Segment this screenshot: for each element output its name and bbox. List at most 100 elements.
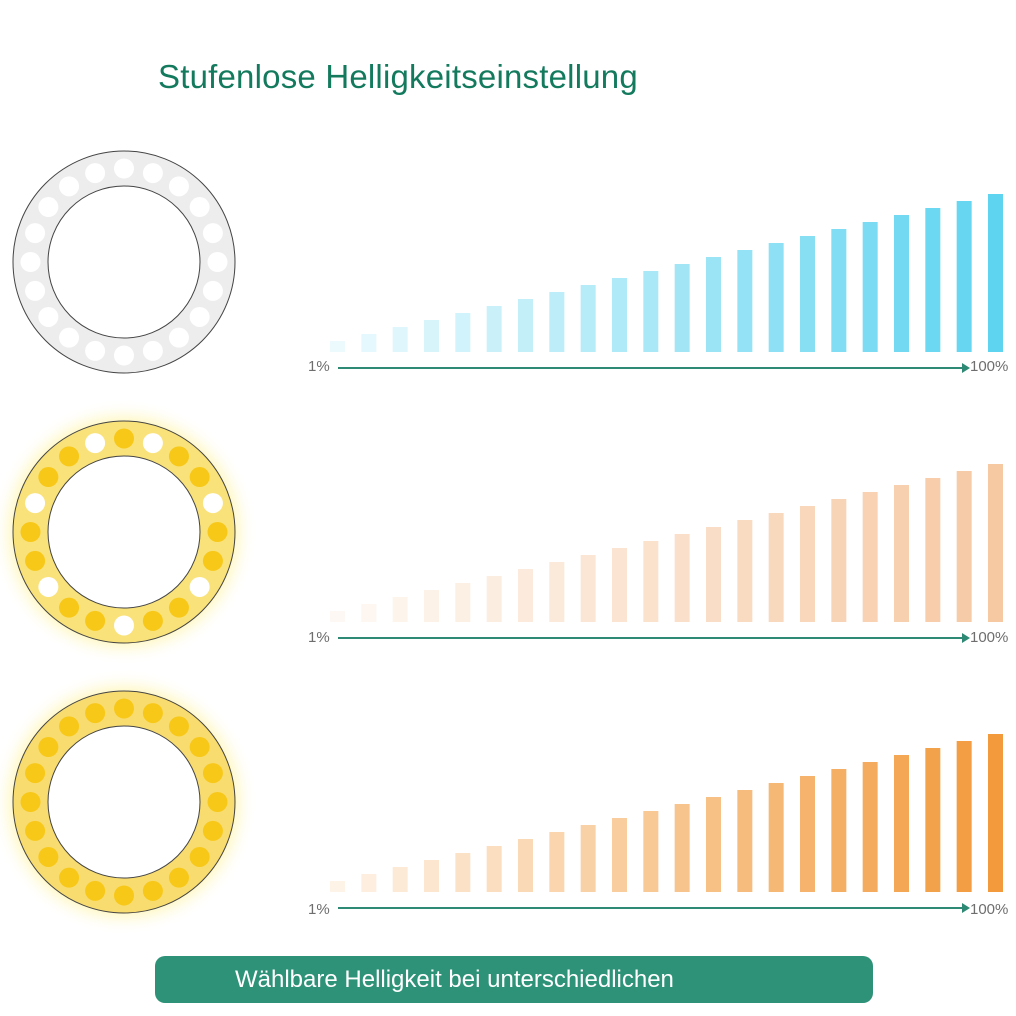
led-dot <box>59 176 80 197</box>
brightness-bar <box>330 611 345 622</box>
page-title: Stufenlose Helligkeitseinstellung <box>158 58 638 95</box>
led-dot <box>85 433 106 454</box>
led-dot <box>38 576 59 597</box>
end-label: 100% <box>970 901 1009 918</box>
led-dot <box>85 703 106 724</box>
brightness-bar <box>361 874 377 892</box>
led-dot <box>189 197 210 218</box>
led-dot <box>25 820 46 841</box>
led-dot <box>207 522 228 542</box>
end-label: 100% <box>970 358 1009 375</box>
brightness-bar <box>768 783 784 892</box>
brightness-bar <box>455 853 471 892</box>
led-dot <box>114 615 134 636</box>
ring-hole <box>47 725 201 879</box>
brightness-bar <box>549 562 565 622</box>
led-dot <box>25 280 46 301</box>
led-ring-icon <box>0 400 257 665</box>
brightness-bar <box>674 264 690 352</box>
brightness-bar <box>361 334 377 352</box>
brightness-bar <box>988 734 1003 892</box>
led-dot <box>142 163 163 184</box>
start-label: 1% <box>308 629 330 646</box>
led-dot <box>207 792 228 812</box>
led-ring-icon <box>0 670 257 935</box>
arrow-head-icon <box>962 363 970 373</box>
brightness-bar <box>612 818 627 892</box>
brightness-bar <box>925 748 941 892</box>
led-dot <box>189 576 210 597</box>
brightness-bars <box>330 734 1003 913</box>
brightness-bar <box>424 590 439 622</box>
brightness-bar <box>894 755 909 892</box>
brightness-bar <box>988 464 1003 622</box>
led-dot <box>114 698 134 719</box>
led-dot <box>85 610 106 631</box>
led-ring-icon <box>12 150 236 374</box>
brightness-bar <box>549 292 565 352</box>
brightness-bar <box>768 243 784 352</box>
led-dot <box>38 846 59 867</box>
brightness-bar <box>706 797 721 892</box>
led-dot <box>59 327 80 348</box>
led-dot <box>59 597 80 618</box>
brightness-bar <box>800 236 815 352</box>
led-dot <box>59 716 80 737</box>
led-dot <box>202 223 223 244</box>
brightness-bar <box>643 811 659 892</box>
bottom-banner: Wählbare Helligkeit bei unterschiedliche… <box>155 956 873 1003</box>
brightness-bar <box>518 299 533 352</box>
brightness-bar <box>612 548 627 622</box>
brightness-bar <box>424 320 439 352</box>
row-cold-white: 1% 100% <box>0 130 1016 400</box>
brightness-bar <box>894 215 909 352</box>
arrow-head-icon <box>962 633 970 643</box>
brightness-bar <box>486 306 502 352</box>
led-dot <box>202 280 223 301</box>
brightness-bar <box>392 597 408 622</box>
brightness-bar <box>455 583 471 622</box>
led-dot <box>59 867 80 888</box>
brightness-bar <box>988 194 1003 352</box>
start-label: 1% <box>308 901 330 918</box>
brightness-bar <box>549 832 565 892</box>
led-dot <box>168 446 189 467</box>
led-dot <box>85 880 106 901</box>
led-dot <box>25 763 46 784</box>
ring-hole <box>47 455 201 609</box>
led-dot <box>189 846 210 867</box>
led-dot <box>20 252 41 272</box>
led-dot <box>38 467 59 488</box>
brightness-bar <box>831 499 847 622</box>
brightness-bar <box>361 604 377 622</box>
arrow-head-icon <box>962 903 970 913</box>
brightness-bar <box>737 790 753 892</box>
led-dot <box>168 597 189 618</box>
brightness-bar <box>894 485 909 622</box>
led-dot <box>59 446 80 467</box>
brightness-bar <box>737 520 753 622</box>
brightness-bar <box>674 534 690 622</box>
brightness-bar <box>800 506 815 622</box>
brightness-bar <box>643 271 659 352</box>
led-dot <box>114 158 134 179</box>
led-dot <box>20 792 41 812</box>
ring-hole <box>47 185 201 339</box>
brightness-bar <box>956 201 972 352</box>
brightness-bar <box>706 257 721 352</box>
led-dot <box>168 867 189 888</box>
led-dot <box>168 176 189 197</box>
led-dot <box>114 428 134 449</box>
led-dot <box>142 433 163 454</box>
brightness-bar <box>330 881 345 892</box>
led-dot <box>207 252 228 272</box>
brightness-bars <box>330 194 1003 373</box>
led-dot <box>25 493 46 514</box>
brightness-bar <box>486 846 502 892</box>
row-neutral: 1% 100% <box>0 400 1016 670</box>
brightness-bar <box>612 278 627 352</box>
led-dot <box>142 880 163 901</box>
led-dot <box>20 522 41 542</box>
led-dot <box>189 306 210 327</box>
led-dot <box>168 327 189 348</box>
